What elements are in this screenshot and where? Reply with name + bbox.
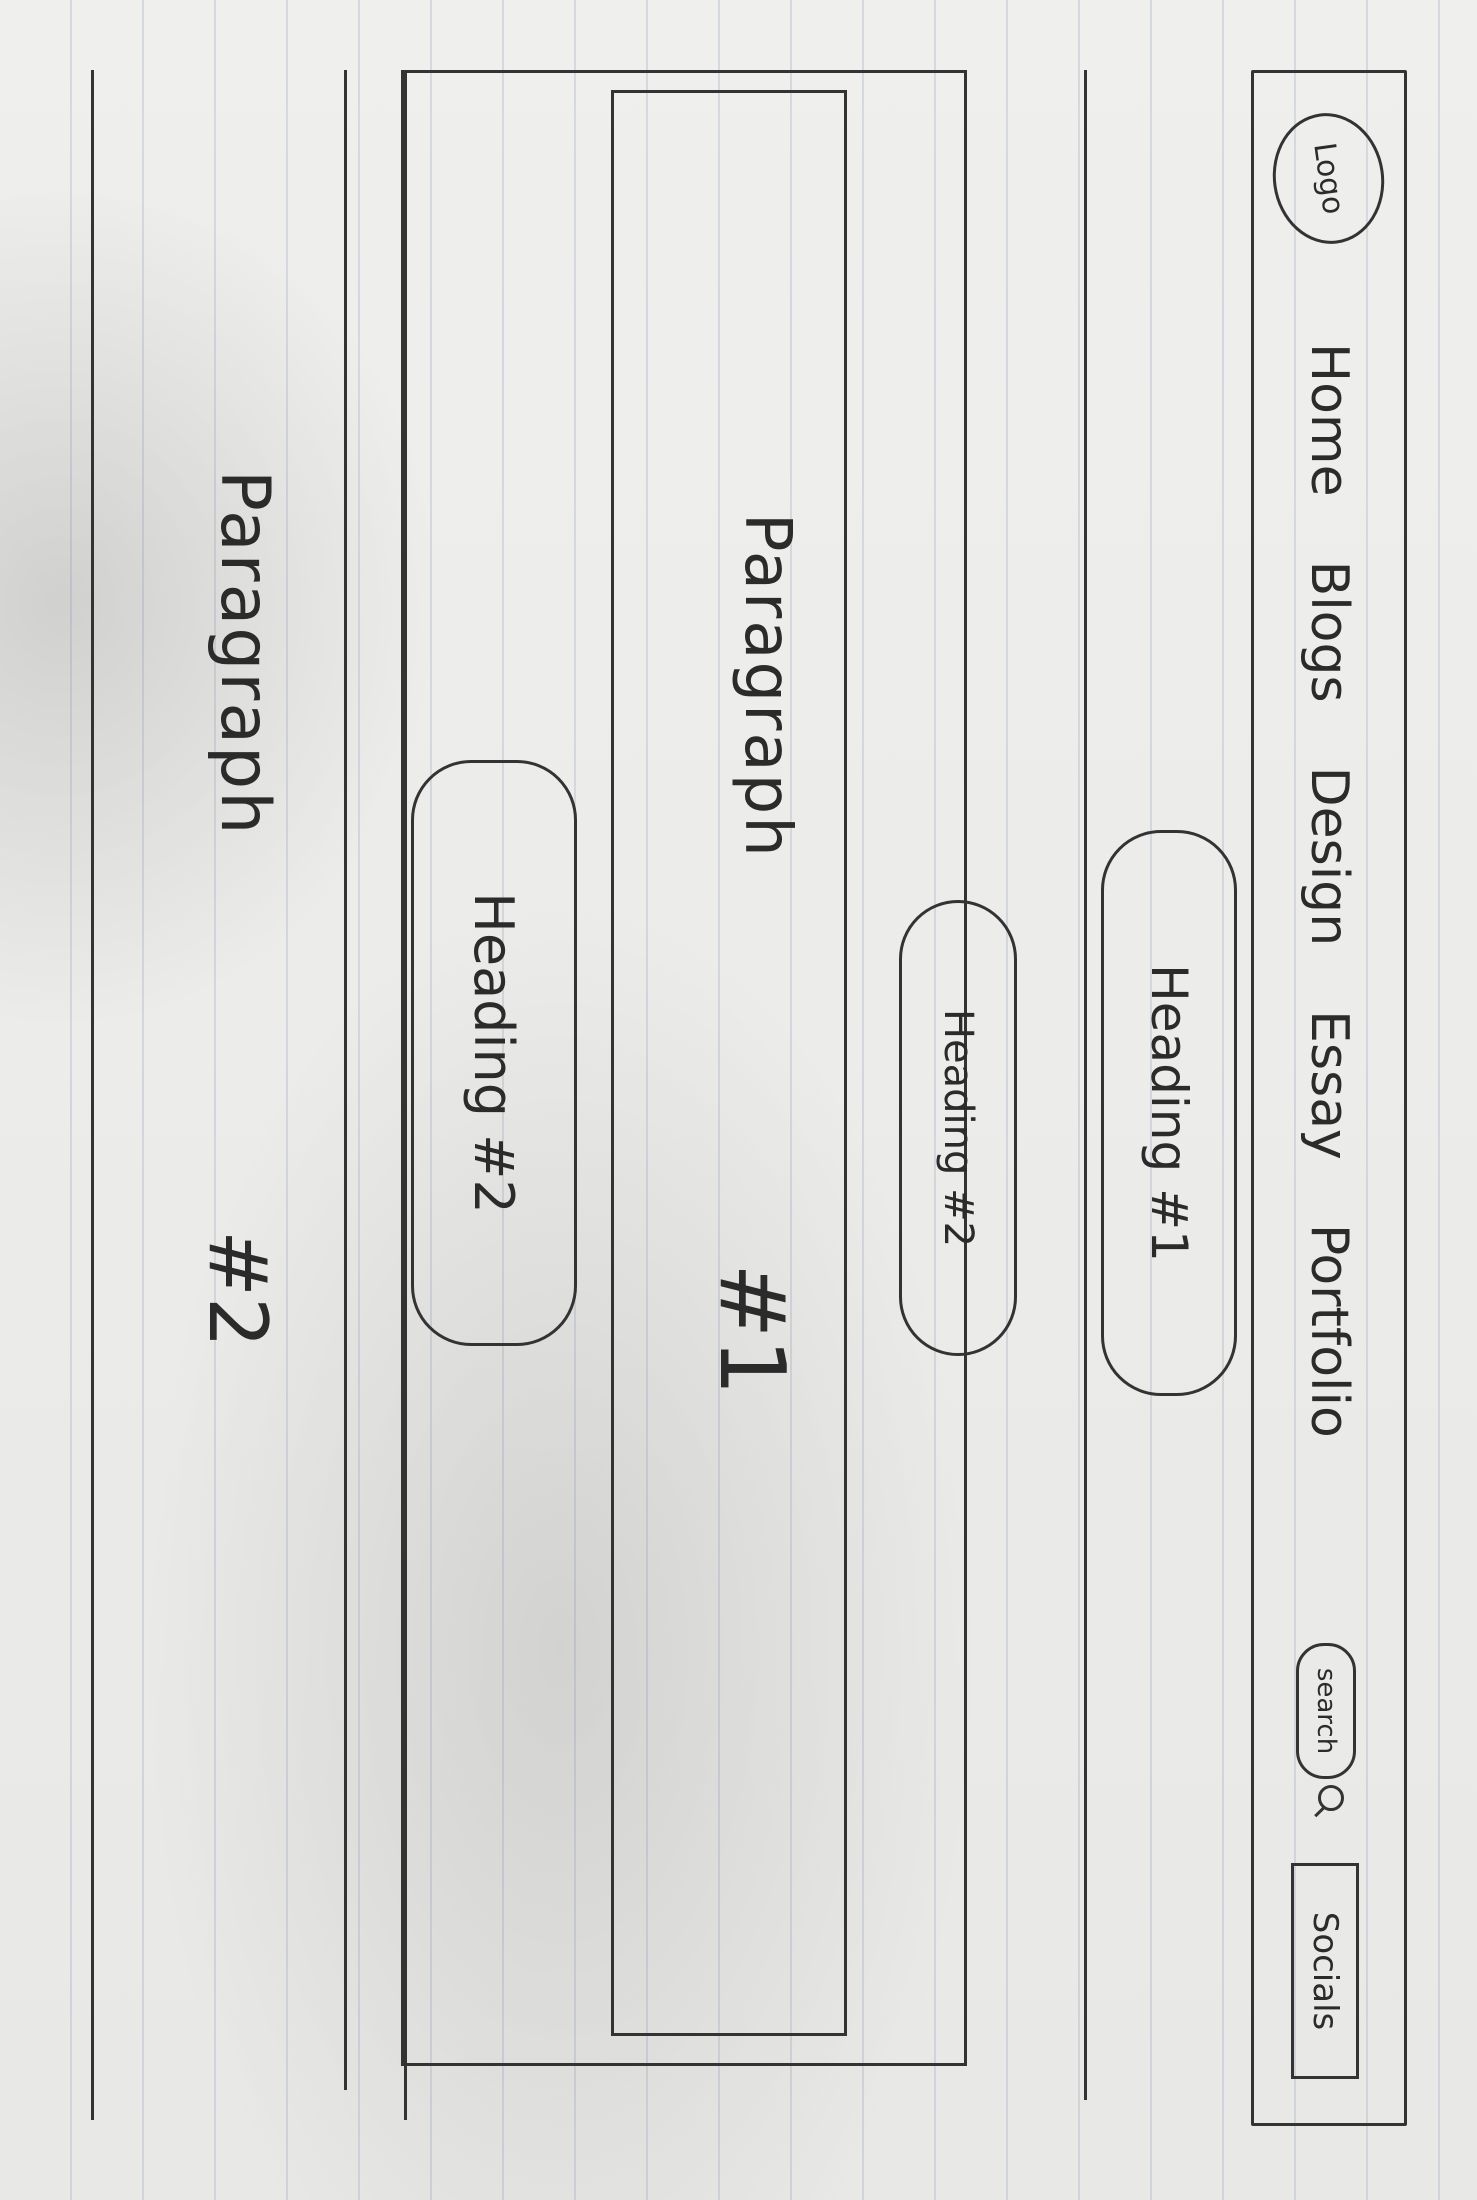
paragraph-2-number: #2 [191, 1230, 284, 1348]
nav-item-blogs[interactable]: Blogs [1299, 560, 1359, 703]
search-icon[interactable] [1318, 1785, 1344, 1811]
nav-item-home[interactable]: Home [1299, 343, 1359, 497]
paragraph-2-box: Paragraph #2 [114, 70, 347, 2090]
hero-divider [1074, 70, 1087, 2100]
navbar: Logo Home Blogs Design Essay Portfolio s… [1251, 70, 1407, 2126]
nav-item-design[interactable]: Design [1299, 766, 1359, 947]
search-input[interactable]: search [1296, 1643, 1356, 1779]
nav-menu: Home Blogs Design Essay Portfolio [1254, 343, 1404, 1438]
nav-item-portfolio[interactable]: Portfolio [1299, 1223, 1359, 1438]
section-2-heading: Heading #2 [411, 760, 577, 1346]
wireframe-sketch: Logo Home Blogs Design Essay Portfolio s… [77, 70, 1407, 2126]
nav-item-essay[interactable]: Essay [1299, 1010, 1359, 1160]
section-1-heading-2: Heading #2 [899, 900, 1017, 1356]
paragraph-1-box: Paragraph #1 [611, 90, 847, 2036]
paragraph-2-text: Paragraph [205, 470, 284, 837]
paragraph-1-number: #1 [699, 1263, 804, 1396]
hero-heading-1: Heading #1 [1101, 830, 1237, 1396]
paragraph-1-text: Paragraph [730, 513, 804, 859]
socials-button[interactable]: Socials [1291, 1863, 1359, 2079]
logo[interactable]: Logo [1264, 105, 1393, 252]
